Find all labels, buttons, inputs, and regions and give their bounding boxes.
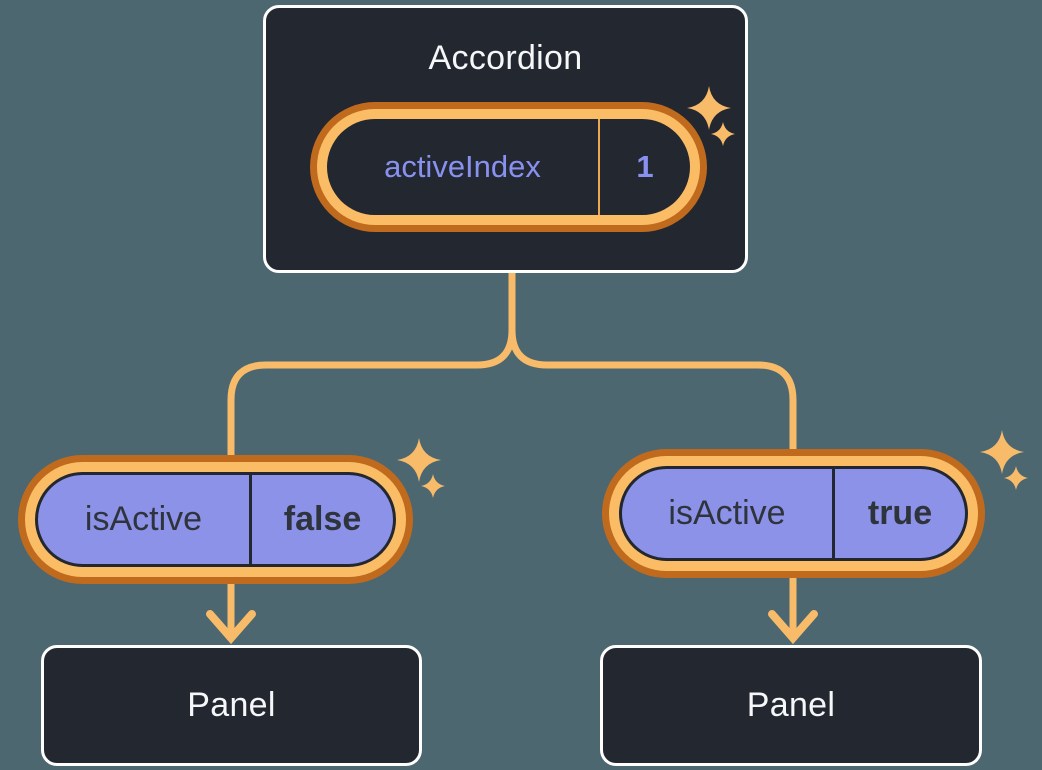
- panel-node-left-title: Panel: [187, 686, 276, 724]
- panel-node-right-title: Panel: [746, 686, 836, 724]
- state-pill: activeIndex 1: [310, 102, 707, 232]
- state-pill-label: activeIndex: [384, 149, 541, 184]
- state-pill-value: 1: [636, 149, 654, 184]
- arrow-down-icon: [206, 610, 256, 645]
- panel-node-right: Panel: [600, 645, 982, 766]
- connector-left: [227, 260, 516, 638]
- prop-pill-right: isActive true: [602, 449, 985, 578]
- prop-pill-right-ring: isActive true: [609, 456, 978, 571]
- prop-pill-left-ring: isActive false: [25, 462, 406, 577]
- prop-pill-left: isActive false: [18, 455, 413, 584]
- sparkle-icon: [687, 86, 735, 146]
- prop-pill-right-label: isActive: [668, 494, 786, 532]
- connector-right: [508, 260, 797, 638]
- arrow-down-icon: [768, 610, 818, 645]
- accordion-node-title: Accordion: [428, 39, 583, 77]
- sparkle-icon: [980, 430, 1028, 490]
- state-pill-ring: activeIndex 1: [317, 109, 700, 225]
- prop-pill-left-label: isActive: [84, 500, 203, 538]
- accordion-node: Accordion activeIndex 1: [263, 5, 748, 273]
- prop-pill-right-divider: [832, 469, 835, 558]
- prop-pill-left-divider: [249, 475, 252, 564]
- prop-pill-left-value: false: [283, 500, 362, 538]
- prop-pill-right-value: true: [867, 494, 933, 532]
- panel-node-left: Panel: [41, 645, 422, 766]
- sparkle-icon: [397, 438, 445, 498]
- state-pill-divider: [598, 119, 600, 215]
